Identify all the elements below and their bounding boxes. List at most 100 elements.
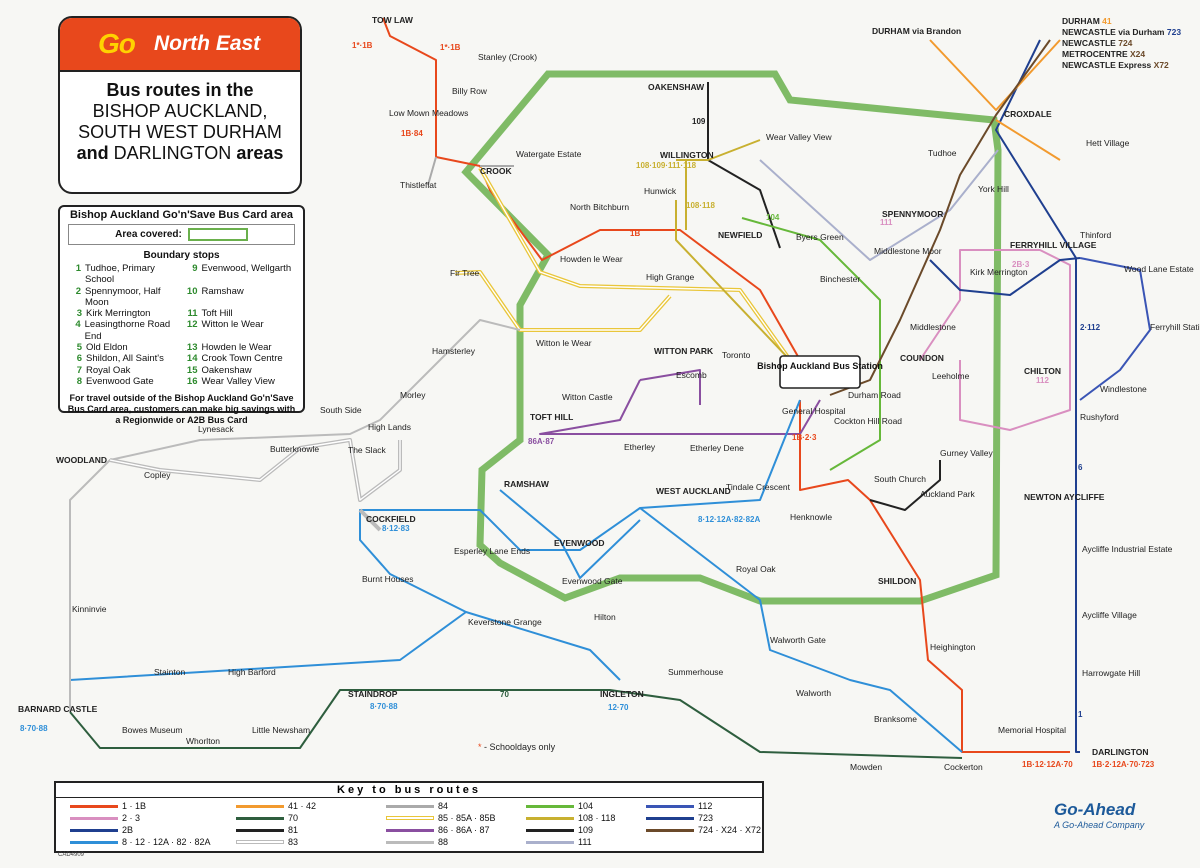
bus-card-panel: Bishop Auckland Go'n'Save Bus Card area … (58, 205, 305, 413)
svg-text:112: 112 (1036, 376, 1049, 385)
place-label: FERRYHILL VILLAGE (1010, 240, 1097, 250)
place-label: Butterknowle (270, 444, 319, 454)
boundary-stop: 3Kirk Merrington (68, 308, 180, 319)
boundary-stop: 12Witton le Wear (184, 319, 296, 342)
place-label: Middlestone (910, 322, 956, 332)
place-label: Tudhoe (928, 148, 957, 158)
key-title: Key to bus routes (56, 783, 762, 798)
place-label: Gurney Valley (940, 448, 994, 458)
place-label: Etherley Dene (690, 443, 744, 453)
headline-line-2: BISHOP AUCKLAND, (60, 101, 300, 122)
key-swatch (386, 841, 434, 844)
svg-text:1*·1B: 1*·1B (440, 43, 461, 52)
key-swatch (386, 805, 434, 808)
place-label: Tindale Crescent (726, 482, 791, 492)
place-label: High Grange (646, 272, 694, 282)
headline-line-1: Bus routes in the (60, 80, 300, 101)
route-109-line (708, 82, 780, 248)
place-label: CHILTON (1024, 366, 1061, 376)
key-item: 109 (526, 825, 593, 835)
place-label: Memorial Hospital (998, 725, 1066, 735)
place-label: Leeholme (932, 371, 970, 381)
place-label: Aycliffe Village (1082, 610, 1137, 620)
bus-station-label: Bishop Auckland Bus Station (757, 361, 883, 371)
area-covered: Area covered: (68, 224, 295, 245)
key-item: 88 (386, 837, 448, 847)
place-label: High Lands (368, 422, 411, 432)
key-item: 104 (526, 801, 593, 811)
key-swatch (236, 817, 284, 820)
place-label: Bowes Museum (122, 725, 182, 735)
place-label: Escomb (676, 370, 707, 380)
key-item: 70 (236, 813, 298, 823)
boundary-stop: 9Evenwood, Wellgarth (184, 263, 296, 286)
svg-text:8·70·88: 8·70·88 (370, 702, 398, 711)
svg-text:NEWCASTLE Express X72: NEWCASTLE Express X72 (1062, 60, 1169, 70)
card-title: Bishop Auckland Go'n'Save Bus Card area (60, 209, 303, 221)
north-destinations: DURHAM 41 NEWCASTLE via Durham 723 NEWCA… (1062, 16, 1181, 70)
boundary-stop: 10Ramshaw (184, 286, 296, 309)
area-swatch (188, 228, 248, 241)
place-label: Henknowle (790, 512, 832, 522)
place-label: High Barford (228, 667, 276, 677)
key-item: 2B (70, 825, 133, 835)
place-label: BARNARD CASTLE (18, 704, 98, 714)
key-swatch (236, 829, 284, 832)
svg-text:2·112: 2·112 (1080, 323, 1101, 332)
svg-text:108·118: 108·118 (686, 201, 715, 210)
key-swatch (526, 805, 574, 808)
place-label: Windlestone (1100, 384, 1147, 394)
title-panel: Go North East Bus routes in the BISHOP A… (58, 16, 302, 194)
place-label: Durham Road (848, 390, 901, 400)
svg-text:NEWCASTLE via Durham 723: NEWCASTLE via Durham 723 (1062, 27, 1181, 37)
key-item: 86 · 86A · 87 (386, 825, 490, 835)
key-swatch (236, 805, 284, 808)
place-label: South Side (320, 405, 362, 415)
svg-text:109: 109 (692, 117, 706, 126)
go-logo: Go (98, 28, 135, 60)
place-label: Walworth Gate (770, 635, 826, 645)
place-label: Toronto (722, 350, 751, 360)
place-label: Low Mown Meadows (389, 108, 468, 118)
place-label: Little Newsham (252, 725, 310, 735)
headline-line-4: and DARLINGTON areas (60, 143, 300, 164)
key-swatch (646, 829, 694, 832)
place-label: Cockton Hill Road (834, 416, 902, 426)
place-label: TOFT HILL (530, 412, 573, 422)
route-1-line (383, 18, 800, 360)
place-label: Harrowgate Hill (1082, 668, 1140, 678)
svg-text:1: 1 (1078, 710, 1083, 719)
svg-text:1B·84: 1B·84 (401, 129, 423, 138)
place-label: COUNDON (900, 353, 944, 363)
boundary-title: Boundary stops (60, 250, 303, 261)
place-label: TOW LAW (372, 15, 414, 25)
svg-text:METROCENTRE X24: METROCENTRE X24 (1062, 49, 1145, 59)
route-8-line (70, 400, 800, 680)
key-swatch (70, 841, 118, 844)
svg-text:2B·3: 2B·3 (1012, 260, 1030, 269)
svg-text:8·70·88: 8·70·88 (20, 724, 48, 733)
route-82-line (500, 490, 640, 578)
boundary-stop: 5Old Eldon (68, 342, 180, 353)
route-key: Key to bus routes 1 · 1B2 · 32B8 · 12 · … (54, 781, 764, 853)
card-note: For travel outside of the Bishop Aucklan… (64, 393, 299, 426)
svg-text:104: 104 (766, 213, 780, 222)
place-label: SHILDON (878, 576, 916, 586)
key-item: 84 (386, 801, 448, 811)
place-label: WILLINGTON (660, 150, 714, 160)
place-label: DURHAM via Brandon (872, 26, 961, 36)
place-label: NEWFIELD (718, 230, 762, 240)
place-label: North Bitchburn (570, 202, 629, 212)
key-swatch (386, 829, 434, 832)
place-label: DARLINGTON (1092, 747, 1149, 757)
place-label: Heighington (930, 642, 976, 652)
place-label: Witton le Wear (536, 338, 592, 348)
place-label: Hunwick (644, 186, 677, 196)
place-label: Keverstone Grange (468, 617, 542, 627)
place-label: Watergate Estate (516, 149, 582, 159)
svg-text:1B·12·12A·70: 1B·12·12A·70 (1022, 760, 1073, 769)
place-label: CROOK (480, 166, 513, 176)
place-label: RAMSHAW (504, 479, 550, 489)
